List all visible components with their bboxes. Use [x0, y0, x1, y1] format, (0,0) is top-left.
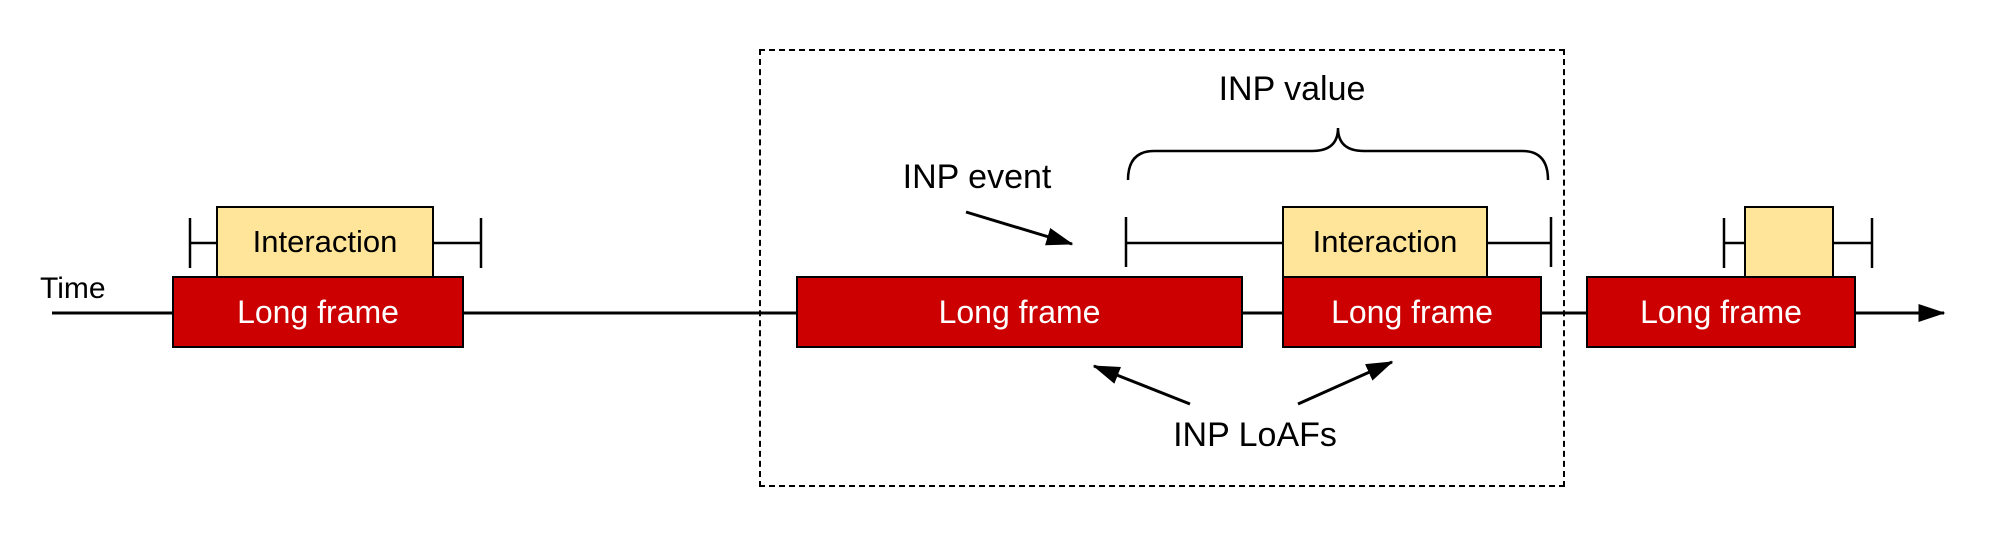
inp-event-arrow: [965, 210, 1074, 246]
inp-value-label: INP value: [1218, 70, 1366, 108]
inp-event-label: INP event: [902, 158, 1052, 196]
interaction-box-3: [1744, 206, 1834, 278]
long-frame-4-label: Long frame: [1640, 293, 1802, 330]
inp-value-brace: [1126, 127, 1550, 181]
inp-loafs-label: INP LoAFs: [1173, 416, 1337, 454]
interaction-1-label: Interaction: [252, 224, 398, 259]
long-frame-1-label: Long frame: [237, 293, 399, 330]
long-frame-box-2: Long frame: [796, 276, 1243, 348]
long-frame-box-1: Long frame: [172, 276, 464, 348]
inp-loafs-arrow-right: [1297, 360, 1394, 406]
time-axis-label: Time: [40, 272, 106, 305]
interaction-2-label: Interaction: [1312, 224, 1458, 259]
inp-group-dashed-box: [759, 49, 1565, 487]
interaction-box-1: Interaction: [216, 206, 434, 278]
interaction-box-2: Interaction: [1282, 206, 1488, 278]
inp-loafs-arrow-left: [1092, 364, 1191, 406]
long-frame-box-4: Long frame: [1586, 276, 1856, 348]
long-frame-3-label: Long frame: [1331, 293, 1493, 330]
long-frame-2-label: Long frame: [938, 293, 1101, 330]
long-frame-box-3: Long frame: [1282, 276, 1542, 348]
